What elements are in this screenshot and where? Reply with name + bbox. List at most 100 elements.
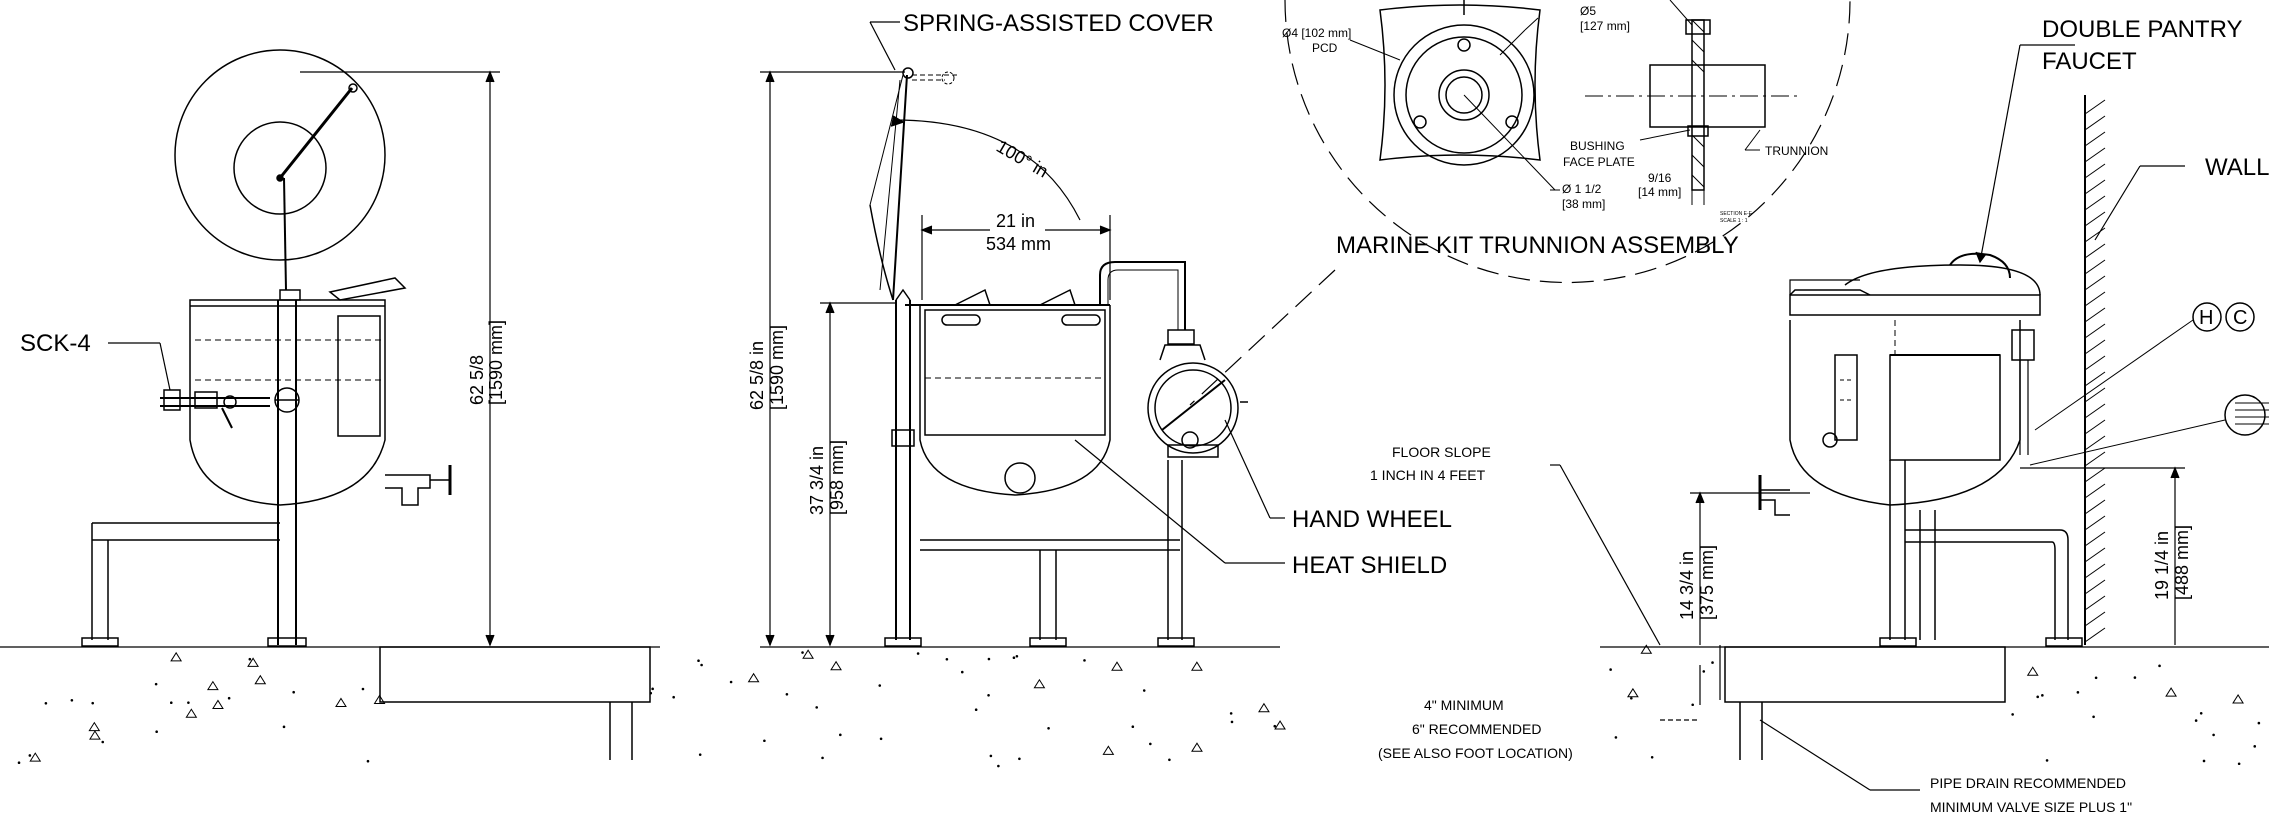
wall-hatch-line [2084, 211, 2106, 227]
wall-hatch-line [2084, 131, 2106, 147]
trunnion-label: TRUNNION [1765, 144, 1828, 158]
aggregate-dot [17, 761, 21, 764]
aggregate-dot [292, 690, 295, 694]
aggregate-dot [649, 691, 653, 695]
wall-hatch-line [2084, 99, 2106, 115]
left-height-dim: 62 5/8 [467, 355, 487, 405]
wall-hatch-line [2084, 451, 2106, 467]
aggregate-dot [1047, 726, 1050, 730]
aggregate-dot [28, 754, 32, 757]
wall-hatch-line [2084, 371, 2106, 387]
wall-hatch-line [2084, 243, 2106, 259]
aggregate-dot [697, 659, 700, 663]
faucet-label-2: FAUCET [2042, 48, 2137, 75]
aggregate-stone [212, 699, 224, 709]
aggregate-dot [960, 670, 964, 674]
aggregate-dot [366, 759, 370, 763]
d1-label: Ø 1 1/2 [1562, 182, 1602, 196]
aggregate-dot [44, 702, 48, 705]
middle-view-dims [760, 21, 1285, 647]
aggregate-dot [2253, 745, 2257, 748]
aggregate-stone [2232, 694, 2244, 704]
pipe-drain-2: MINIMUM VALVE SIZE PLUS 1" [1930, 799, 2132, 815]
wall-hatch-line [2084, 515, 2106, 531]
aggregate-stone [335, 697, 347, 707]
wall-hatch-line [2084, 115, 2106, 131]
heat-shield-label: HEAT SHIELD [1292, 552, 1447, 579]
aggregate-dot [1131, 725, 1135, 729]
width-in: 21 in [996, 211, 1035, 231]
aggregate-dot [1630, 696, 1633, 700]
wall-hatch-line [2084, 339, 2106, 355]
wall-hatch-line [2084, 403, 2106, 419]
aggregate-dot [70, 699, 74, 702]
aggregate-dot [700, 663, 703, 667]
aggregate-stone [29, 752, 42, 762]
aggregate-stone [170, 651, 183, 662]
wall-hatch-line [2084, 179, 2106, 195]
aggregate-dot [2076, 691, 2080, 694]
aggregate-stone [1190, 661, 1203, 671]
wall-hatch-line [2084, 227, 2106, 243]
aggregate-dot [248, 657, 252, 661]
wall-hatch-line [2084, 563, 2106, 579]
left-height-mm: [1590 mm] [486, 320, 506, 405]
wall-hatch-line [2084, 307, 2106, 323]
wall-hatch-line [2084, 435, 2106, 451]
aggregate-dot [945, 657, 949, 661]
pipe-drain-1: PIPE DRAIN RECOMMENDED [1930, 775, 2126, 791]
wall-hatch-line [2084, 275, 2106, 291]
aggregate-stone [185, 708, 198, 718]
aggregate-dot [672, 695, 675, 699]
section-label: SECTION E-E [1720, 211, 1753, 217]
aggregate-dot [91, 701, 95, 705]
aggregate-dot [1691, 703, 1694, 707]
aggregate-dot [1083, 659, 1086, 662]
nine16-label: 9/16 [1648, 171, 1672, 185]
hot-label: H [2199, 307, 2213, 329]
wall-hatch-line [2084, 547, 2106, 563]
aggregate-dot [2094, 676, 2098, 680]
wall-hatch-line [2084, 531, 2106, 547]
aggregate-dot [1168, 758, 1171, 762]
aggregate-dot [729, 680, 733, 684]
overall-in: 62 5/8 in [747, 341, 767, 410]
aggregate-stone [1111, 661, 1123, 671]
aggregate-stone [1033, 678, 1046, 689]
aggregate-stone [1258, 702, 1270, 713]
aggregate-dot [154, 682, 158, 686]
wall-hatch-line [2084, 627, 2106, 643]
aggregate-stone [802, 649, 814, 659]
aggregate-dot [2199, 711, 2203, 715]
outlet-height-mm: [488 mm] [2172, 525, 2192, 600]
overall-mm: [1590 mm] [767, 325, 787, 410]
aggregate-stone [88, 721, 101, 732]
aggregate-dot [651, 687, 654, 691]
floor-slope-1: FLOOR SLOPE [1392, 444, 1491, 460]
aggregate-dot [2133, 676, 2137, 679]
aggregate-dot [2194, 719, 2198, 722]
right-view-kettle [1758, 95, 2269, 647]
aggregate-dot [2011, 713, 2014, 716]
aggregate-dot [1230, 720, 1234, 724]
aggregate-stone [1102, 745, 1115, 755]
pcd-dia: Ø4 [102 mm] [1282, 26, 1351, 40]
aggregate-dot [169, 701, 173, 705]
faucet-label-1: DOUBLE PANTRY [2042, 16, 2243, 43]
spring-cover-label: SPRING-ASSISTED COVER [903, 10, 1214, 37]
aggregate-dot [2202, 759, 2206, 763]
aggregate-dot [1650, 755, 1654, 759]
aggregate-dot [2045, 759, 2049, 762]
aggregate-dot [785, 692, 789, 696]
aggregate-dot [1015, 654, 1019, 658]
aggregate-dot [839, 733, 842, 737]
aggregate-dot [2158, 664, 2161, 668]
wall-hatch-line [2084, 499, 2106, 515]
aggregate-dot [987, 693, 990, 697]
bushing-label: BUSHING [1570, 139, 1625, 153]
aggregate-dot [698, 753, 702, 756]
aggregate-dot [821, 756, 824, 760]
aggregate-stone [2026, 666, 2039, 676]
pcd-label: PCD [1312, 41, 1338, 55]
aggregate-dot [1142, 689, 1146, 692]
